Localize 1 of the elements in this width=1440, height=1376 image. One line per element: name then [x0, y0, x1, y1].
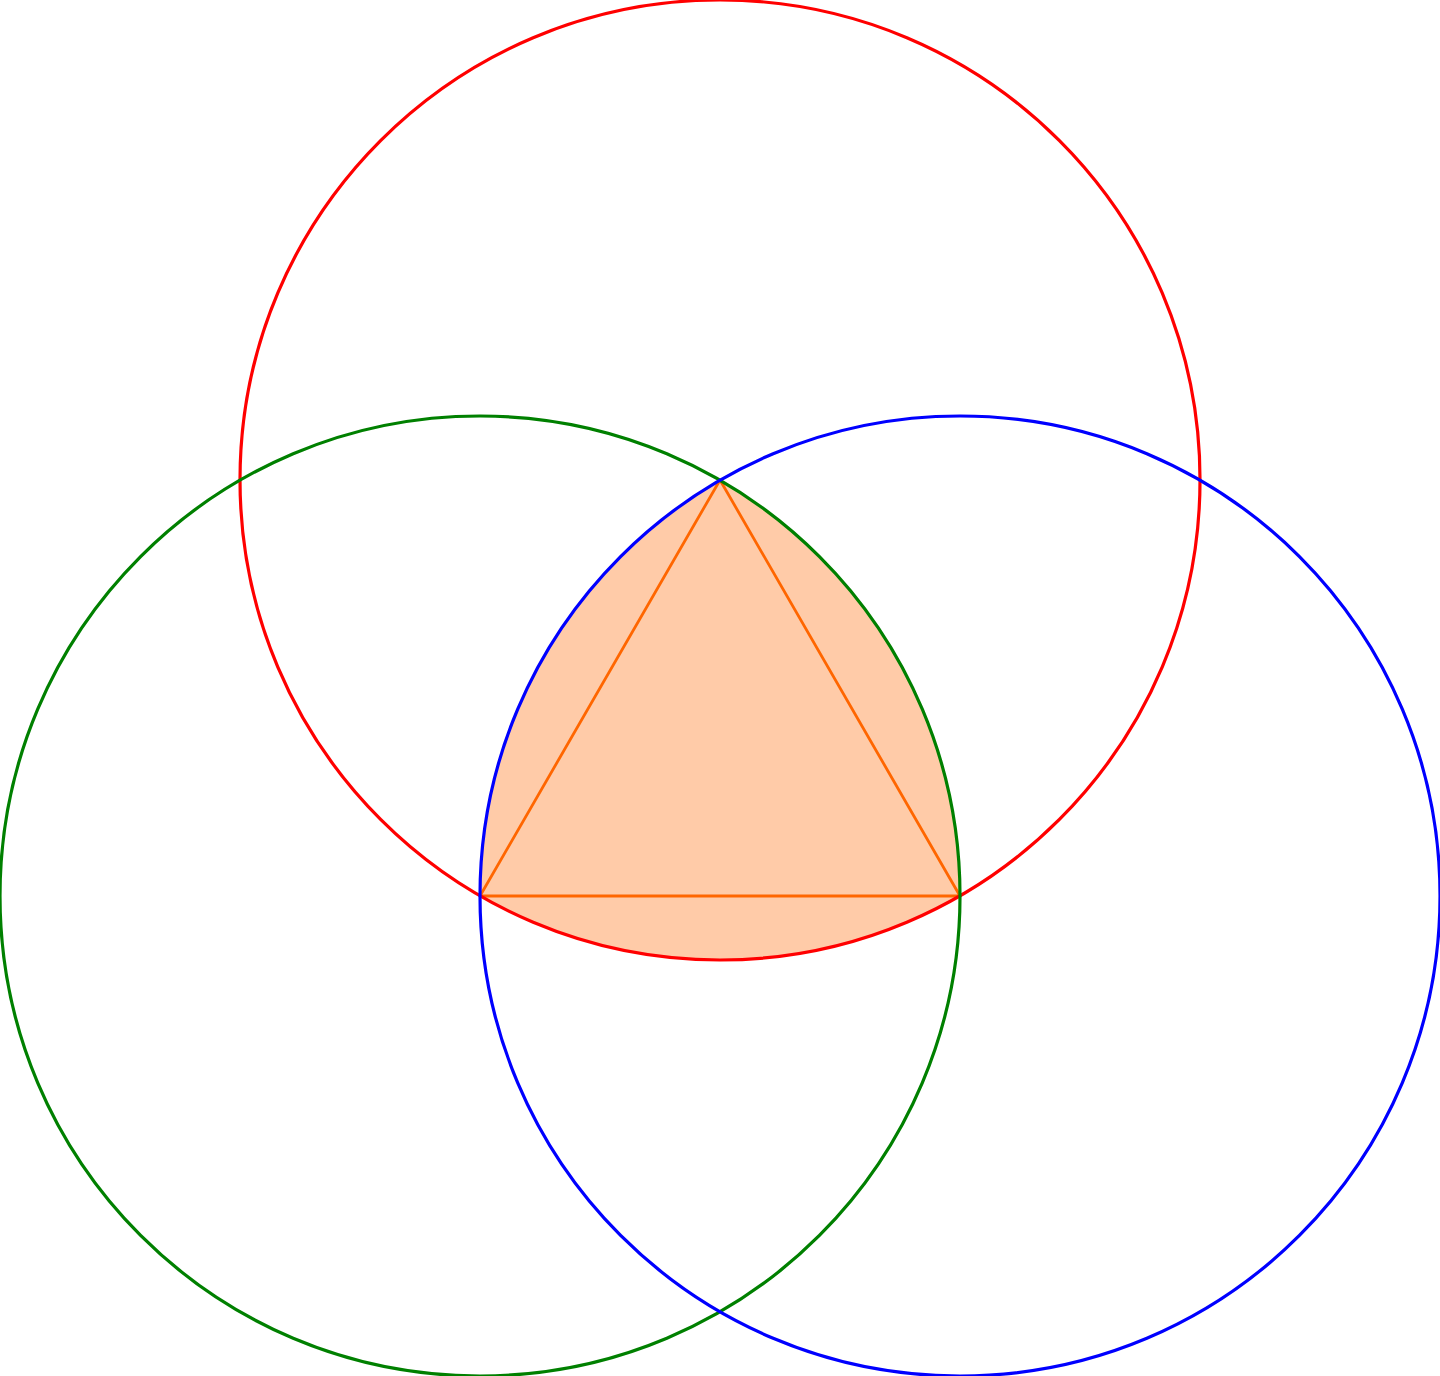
reuleaux-triangle: [478, 478, 962, 961]
